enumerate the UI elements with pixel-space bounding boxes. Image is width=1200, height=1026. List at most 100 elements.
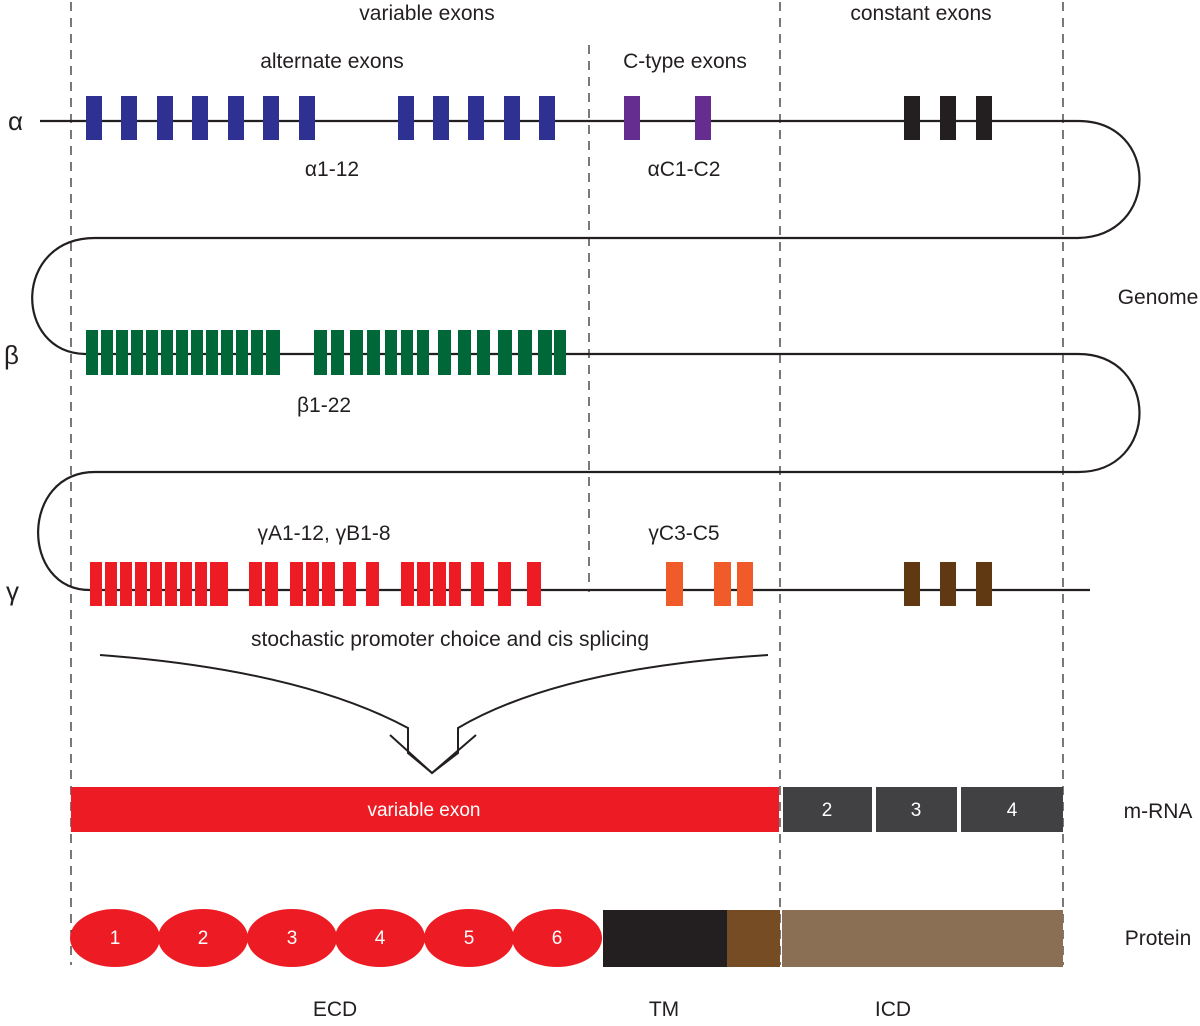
exon [86,96,102,140]
mrna: variable exon 2 3 4 [71,787,1063,832]
protein: 1 2 3 4 5 6 [70,909,1063,967]
exon [554,330,566,375]
mrna-constant-label: 4 [1007,800,1018,821]
exon [150,562,162,606]
header-alternate-exons: alternate exons [260,50,404,73]
gamma-constant-exons [904,562,992,606]
exon [350,330,363,375]
splicing-arrow [389,734,477,775]
process-label: stochastic promoter choice and cis splic… [251,628,649,651]
label-gamma-c: γC3-C5 [648,522,719,545]
region-label-icd: ICD [875,998,911,1021]
exon [624,96,640,140]
exon [401,330,413,375]
region-label-ecd: ECD [313,998,357,1021]
exon [86,330,98,375]
exon [314,330,327,375]
region-label-tm: TM [649,998,679,1021]
exon [180,562,192,606]
exon [904,96,920,140]
label-alpha-variable: α1-12 [305,158,359,181]
gamma-ctype-exons [666,562,753,606]
exon [666,562,683,606]
exon [306,562,319,606]
alpha-cluster [86,96,992,140]
ec-domain [70,909,160,967]
exon [299,96,315,140]
exon [343,562,356,606]
exon [398,96,414,140]
ec-domain-label: 2 [198,928,209,949]
exon [206,330,218,375]
mrna-constant-exon [876,787,957,832]
ec-domain [424,909,514,967]
exon [976,562,992,606]
genome-line [31,119,1141,592]
exon [417,562,430,606]
exon [249,562,262,606]
gamma-variable-exons [90,562,541,606]
exon [449,562,461,606]
exon [468,96,484,140]
header-constant-exons: constant exons [850,2,991,25]
exon [161,330,173,375]
exon [195,562,207,606]
ec-domain-label: 3 [287,928,298,949]
exon [176,330,188,375]
exon [539,96,555,140]
ec-domain-label: 5 [464,928,475,949]
exon [290,562,303,606]
exon [498,562,511,606]
exon [433,96,449,140]
alpha-variable-exons [86,96,555,140]
exon [135,562,147,606]
exon [221,330,233,375]
exon [940,562,956,606]
exon [251,330,263,375]
header-ctype-exons: C-type exons [623,50,747,73]
exon [146,330,158,375]
exon [191,330,203,375]
ec-domain-label: 6 [552,928,563,949]
exon [331,330,344,375]
row-label-beta: β [4,340,19,370]
exon [976,96,992,140]
mrna-constant-label: 3 [911,800,922,821]
mrna-variable-exon [71,787,779,832]
exon [236,330,248,375]
beta-cluster [86,330,566,375]
exon [105,562,117,606]
exon [477,330,490,375]
ec-domain [158,909,248,967]
exon [121,96,137,140]
exon [433,562,446,606]
row-label-alpha: α [8,106,23,136]
exon [90,562,102,606]
exon [417,330,429,375]
exon [498,330,512,375]
exon [116,330,128,375]
exon [322,562,335,606]
exon [695,96,711,140]
exon [366,562,379,606]
exon [131,330,143,375]
exon [518,330,532,375]
mrna-variable-label: variable exon [367,800,480,821]
side-label-protein: Protein [1125,927,1192,950]
mrna-constant-exon [783,787,872,832]
icd-domain [782,910,1063,967]
ec-domain-label: 4 [375,928,386,949]
exon [504,96,520,140]
exon [401,562,414,606]
exon [538,330,552,375]
exon [101,330,113,375]
exon [385,330,397,375]
alpha-ctype-exons [624,96,711,140]
label-alpha-c: αC1-C2 [648,158,721,181]
exon [737,562,753,606]
label-gamma-variable: γA1-12, γB1-8 [257,522,390,545]
splicing-funnel [99,654,769,775]
exon [265,562,278,606]
side-label-genome: Genome [1118,286,1199,309]
